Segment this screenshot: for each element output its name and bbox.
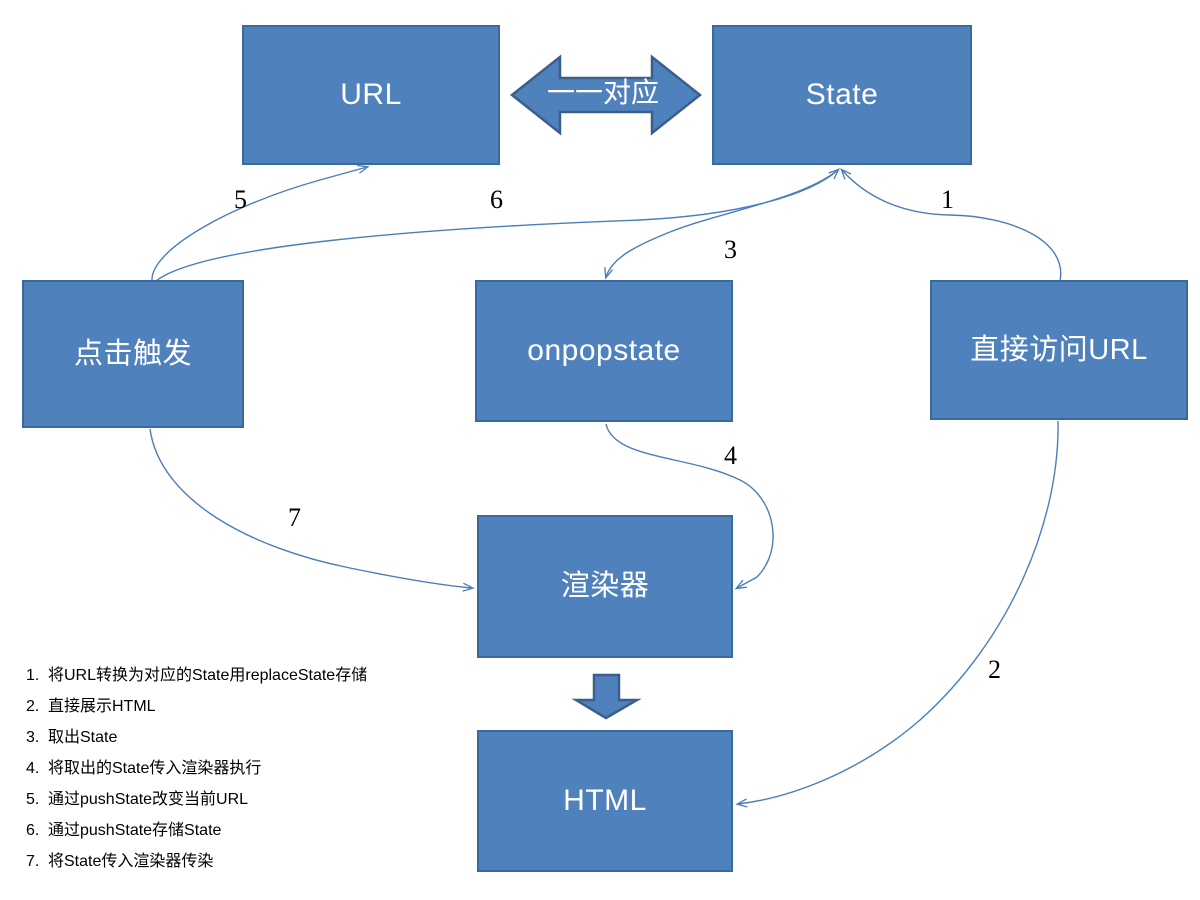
- legend-item-text: 取出State: [48, 729, 118, 746]
- legend-item-text: 通过pushState存储State: [48, 822, 222, 839]
- node-direct-visit-url[interactable]: 直接访问URL: [930, 280, 1188, 420]
- legend-item-text: 通过pushState改变当前URL: [48, 791, 249, 808]
- node-click-trigger[interactable]: 点击触发: [22, 280, 244, 428]
- legend-item: 4. 将取出的State传入渲染器执行: [18, 754, 478, 785]
- edge-label-7: 7: [288, 503, 301, 532]
- legend-item: 1. 将URL转换为对应的State用replaceState存储: [18, 661, 478, 692]
- legend-item: 2. 直接展示HTML: [18, 692, 478, 723]
- legend-item-number: 6.: [26, 822, 40, 839]
- legend-item-number: 7.: [26, 853, 40, 870]
- node-renderer[interactable]: 渲染器: [477, 515, 733, 658]
- edge-label-6: 6: [490, 185, 503, 214]
- legend-item-text: 将取出的State传入渲染器执行: [48, 760, 262, 777]
- edge-label-5: 5: [234, 185, 247, 214]
- node-state[interactable]: State: [712, 25, 972, 165]
- legend-item: 7. 将State传入渲染器传染: [18, 847, 478, 878]
- down-arrow-renderer-to-html: [571, 673, 642, 720]
- edge-2-directurl-to-html: [735, 420, 1059, 808]
- legend-item-number: 2.: [26, 698, 40, 715]
- edge-label-4: 4: [724, 441, 737, 470]
- legend-item-number: 4.: [26, 760, 40, 777]
- node-url[interactable]: URL: [242, 25, 500, 165]
- legend-item-text: 直接展示HTML: [48, 698, 156, 715]
- legend-item: 3. 取出State: [18, 723, 478, 754]
- node-click-trigger-label: 点击触发: [73, 337, 192, 370]
- legend-item-number: 5.: [26, 791, 40, 808]
- legend-list: 1. 将URL转换为对应的State用replaceState存储 2. 直接展…: [18, 661, 478, 878]
- legend-item-number: 1.: [26, 667, 40, 684]
- edge-5-click-to-url: [151, 164, 370, 282]
- node-state-label: State: [805, 78, 879, 111]
- edge-label-3: 3: [724, 235, 737, 264]
- node-direct-visit-url-label: 直接访问URL: [970, 333, 1148, 366]
- node-html[interactable]: HTML: [477, 730, 733, 872]
- node-url-label: URL: [340, 78, 402, 111]
- edge-label-1: 1: [941, 185, 954, 214]
- node-html-label: HTML: [563, 784, 647, 817]
- node-onpopstate[interactable]: onpopstate: [475, 280, 733, 422]
- bidirectional-arrow-label: 一一对应: [547, 78, 660, 109]
- legend-item-text: 将State传入渲染器传染: [48, 853, 214, 870]
- legend-item: 5. 通过pushState改变当前URL: [18, 785, 478, 816]
- legend-item-number: 3.: [26, 729, 40, 746]
- edge-3-state-to-onpopstate: [604, 169, 839, 280]
- node-onpopstate-label: onpopstate: [527, 334, 681, 367]
- legend-item: 6. 通过pushState存储State: [18, 816, 478, 847]
- edge-7-click-to-renderer: [149, 428, 475, 592]
- legend-item-text: 将URL转换为对应的State用replaceState存储: [48, 667, 368, 684]
- node-renderer-label: 渲染器: [560, 570, 650, 602]
- edge-label-2: 2: [988, 655, 1001, 684]
